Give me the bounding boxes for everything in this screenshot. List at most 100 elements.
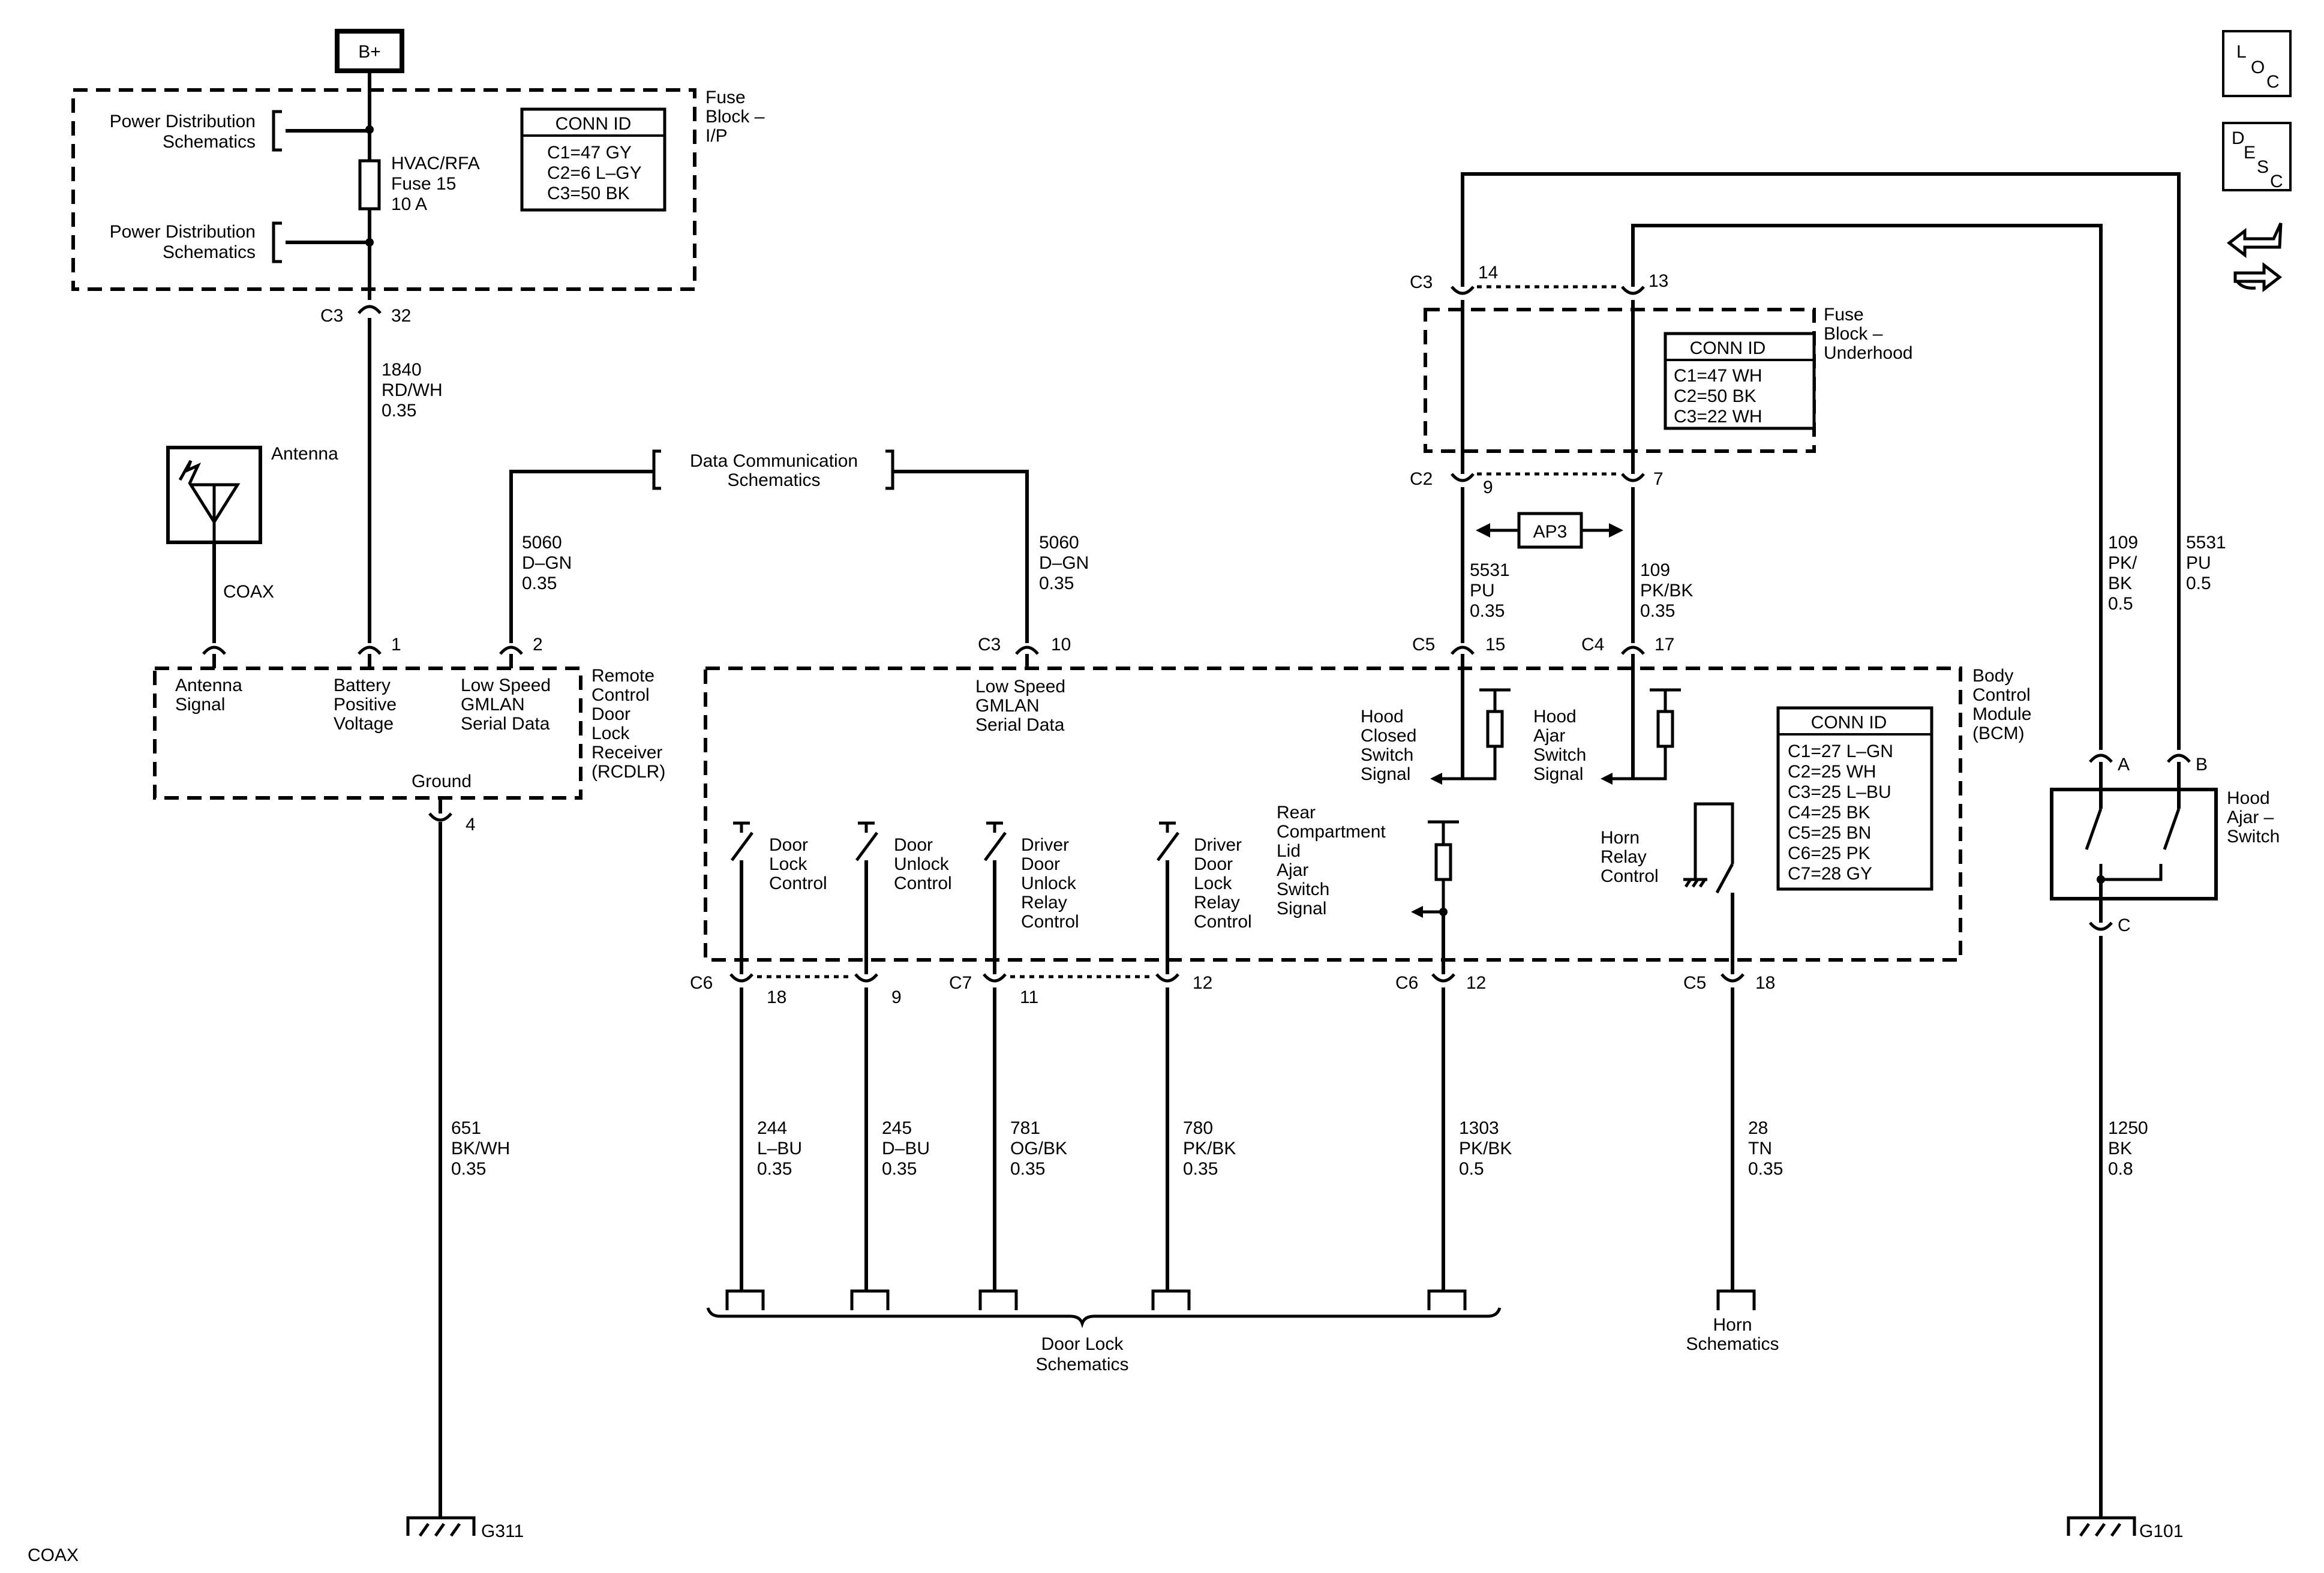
wire-651-circuit: 651	[451, 1118, 481, 1138]
door-unlock-switch	[855, 821, 879, 974]
c3-underhood-label: C3	[1410, 272, 1433, 292]
power-distribution-link-1[interactable]: Power Distribution Schematics	[110, 110, 282, 152]
fuse-block-ip-title-2: Block –	[705, 107, 765, 127]
wire-780-circuit: 780	[1183, 1118, 1213, 1138]
wire-5531-outer-circuit: 5531	[2186, 533, 2226, 553]
wire-28-circuit: 28	[1748, 1118, 1768, 1138]
desc-letter-c: C	[2270, 172, 2283, 191]
bcm-c7-pin-12: 12	[1193, 973, 1212, 993]
hood-switch-title-1: Hood	[2227, 788, 2270, 808]
driver-lock-label-2: Door	[1194, 854, 1233, 874]
loc-letter-o: O	[2251, 58, 2265, 77]
conn-id-underhood-line-3: C3=22 WH	[1674, 407, 1762, 427]
loc-letter-c: C	[2266, 72, 2280, 92]
door-unlock-label-3: Control	[894, 873, 952, 893]
driver-unlock-label-3: Unlock	[1021, 873, 1077, 893]
b-plus-label: B+	[358, 42, 381, 62]
hood-closed-2: Closed	[1361, 726, 1416, 746]
bcm-gmlan-2: GMLAN	[975, 696, 1040, 716]
bcm-c3-label: C3	[978, 635, 1001, 655]
fuse-number: Fuse 15	[391, 174, 456, 194]
wire-1840-gauge: 0.35	[382, 401, 416, 421]
data-communication-link[interactable]: Data Communication Schematics	[652, 449, 894, 490]
bcm-title-4: (BCM)	[1972, 724, 2025, 743]
rcdlr-pin-4: 4	[466, 815, 476, 834]
conn-id-ip-title: CONN ID	[556, 114, 632, 134]
wire-1250-circuit: 1250	[2108, 1118, 2148, 1138]
driver-lock-label-4: Relay	[1194, 893, 1240, 912]
wire-5531-inner-gauge: 0.35	[1470, 601, 1505, 621]
c3-underhood-pin-14: 14	[1478, 263, 1498, 283]
wire-28-gauge: 0.35	[1748, 1159, 1783, 1179]
conn-id-underhood-line-2: C2=50 BK	[1674, 386, 1756, 406]
bcm-c6-label: C6	[690, 973, 713, 993]
hood-ajar-pullup	[1633, 688, 1681, 781]
conn-id-ip-line-1: C1=47 GY	[547, 143, 632, 163]
wire-28-color: TN	[1748, 1139, 1772, 1158]
horn-schematics-link[interactable]: Horn Schematics	[1686, 1315, 1779, 1354]
wire-109-inner-circuit: 109	[1640, 560, 1670, 580]
hood-ajar-4: Signal	[1533, 764, 1583, 784]
wire-109-inner-color: PK/BK	[1640, 581, 1693, 601]
wire-781-color: OG/BK	[1010, 1139, 1067, 1158]
door-lock-label-2: Lock	[769, 854, 807, 874]
power-distribution-2-line-2: Schematics	[163, 242, 256, 262]
rcdlr-gmlan-3: Serial Data	[461, 714, 550, 734]
wire-5531-outer-color: PU	[2186, 553, 2211, 573]
hood-switch-box	[2050, 788, 2218, 900]
antenna-symbol	[166, 446, 262, 544]
bcm-gmlan-3: Serial Data	[975, 715, 1065, 735]
power-distribution-link-2[interactable]: Power Distribution Schematics	[110, 221, 282, 263]
rcdlr-title-6: (RCDLR)	[591, 762, 665, 782]
bcm-c7-pin-11: 11	[1020, 987, 1038, 1007]
door-lock-schematics-link[interactable]: Door Lock Schematics	[706, 1307, 1502, 1374]
back-arrow-icon[interactable]	[2220, 210, 2294, 294]
conn-id-box-bcm: CONN ID C1=27 L–GN C2=25 WH C3=25 L–BU C…	[1776, 706, 1933, 891]
rcdlr-pin-1: 1	[391, 635, 401, 655]
loc-button[interactable]: L O C	[2222, 30, 2292, 97]
fuse-block-ip-title-1: Fuse	[705, 88, 746, 107]
hood-closed-3: Switch	[1361, 745, 1413, 765]
conn-id-underhood-line-1: C1=47 WH	[1674, 366, 1762, 386]
door-lock-schematics-2: Schematics	[1035, 1355, 1128, 1374]
wire-5531-outer-gauge: 0.5	[2186, 574, 2211, 593]
fuse-name: HVAC/RFA	[391, 154, 480, 173]
wire-109-outer-circuit: 109	[2108, 533, 2138, 553]
bcm-outline	[704, 667, 1962, 962]
desc-button[interactable]: D E S C	[2222, 122, 2292, 191]
wire-245-color: D–BU	[882, 1139, 930, 1158]
wire-5060-left-gauge: 0.35	[522, 574, 557, 593]
c2-underhood-pin-7: 7	[1653, 469, 1664, 489]
wire-244-color: L–BU	[757, 1139, 802, 1158]
wire-244-circuit: 244	[757, 1118, 787, 1138]
bcm-c6-pin-18: 18	[767, 987, 786, 1007]
rear-lid-label-4: Ajar	[1277, 860, 1308, 880]
horn-relay-switch	[1683, 802, 1734, 974]
driver-unlock-label-1: Driver	[1021, 835, 1069, 855]
wire-5060-right-gauge: 0.35	[1039, 574, 1074, 593]
wire-244-gauge: 0.35	[757, 1159, 792, 1179]
fuse-rating: 10 A	[391, 194, 427, 214]
rcdlr-title-4: Lock	[591, 724, 630, 743]
antenna-label: Antenna	[271, 444, 338, 464]
conn-id-ip-line-3: C3=50 BK	[547, 184, 630, 203]
bcm-c4-pin-17: 17	[1655, 635, 1674, 655]
driver-lock-label-5: Control	[1194, 912, 1252, 932]
hood-ajar-3: Switch	[1533, 745, 1586, 765]
driver-lock-label-1: Driver	[1194, 835, 1242, 855]
door-lock-switch	[730, 821, 754, 974]
conn-id-box-underhood: CONN ID C1=47 WH C2=50 BK C3=22 WH	[1664, 332, 1816, 430]
conn-id-ip-line-2: C2=6 L–GY	[547, 163, 642, 183]
bcm-title-2: Control	[1972, 685, 2031, 705]
rcdlr-title-3: Door	[591, 704, 630, 724]
rcdlr-battery-3: Voltage	[334, 714, 394, 734]
ground-g101-symbol	[2067, 1516, 2136, 1537]
loc-letter-l: L	[2236, 42, 2247, 62]
data-comm-line-2: Schematics	[727, 470, 820, 490]
door-unlock-label-2: Unlock	[894, 854, 950, 874]
wire-1303-gauge: 0.5	[1459, 1159, 1484, 1179]
ap3-link[interactable]: AP3	[1476, 512, 1623, 549]
bcm-c5-label: C5	[1412, 635, 1435, 655]
hood-ajar-2: Ajar	[1533, 726, 1565, 746]
hood-closed-pullup	[1463, 688, 1511, 781]
